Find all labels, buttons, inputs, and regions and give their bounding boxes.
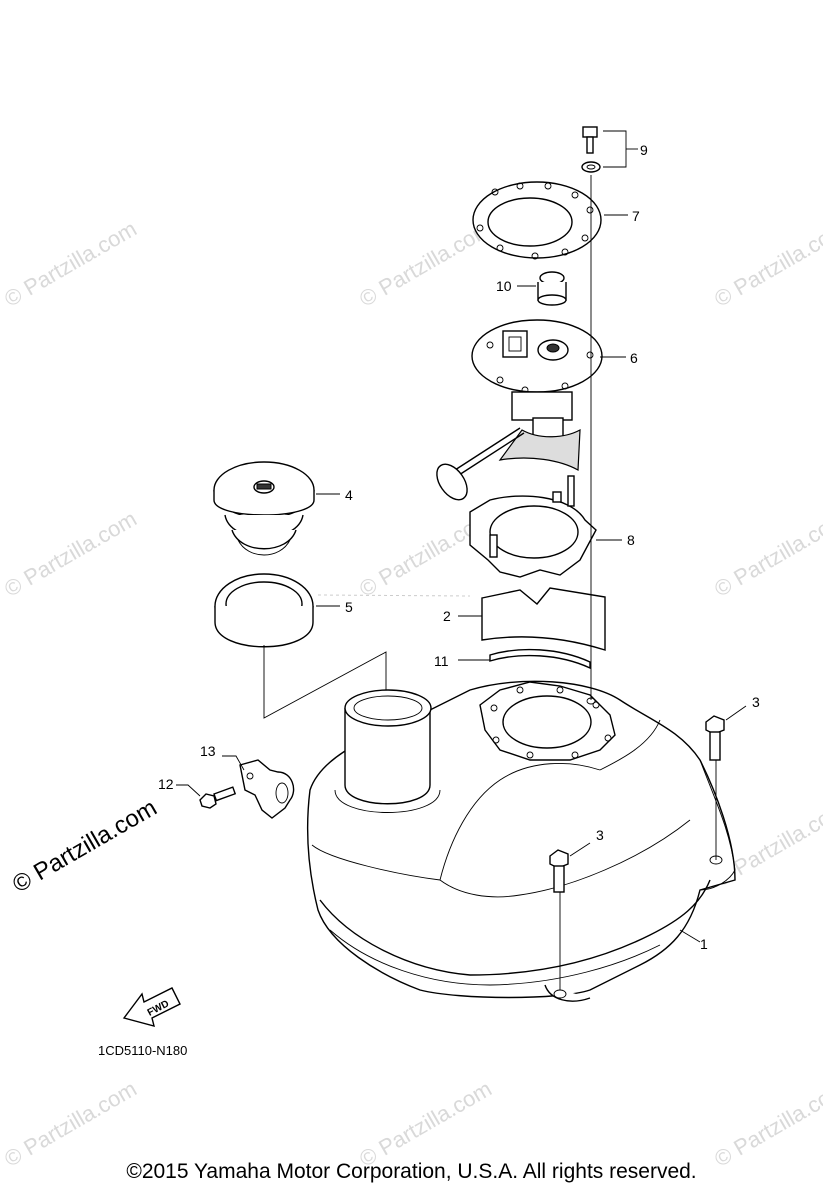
clamp-part-13[interactable] (239, 759, 295, 819)
callout-7: 7 (632, 208, 640, 224)
bolt-part-3-rear[interactable] (705, 715, 725, 761)
leader-3 (569, 842, 591, 857)
strip-part-11[interactable] (489, 648, 591, 670)
bracket-part-8[interactable] (469, 475, 597, 578)
bolt-part-9[interactable] (581, 126, 601, 173)
label-part-2[interactable] (481, 587, 606, 651)
pump-flange[interactable] (479, 681, 616, 761)
callout-6: 6 (630, 350, 638, 366)
diagram-code: 1CD5110-N180 (98, 1043, 188, 1058)
callout-4: 4 (345, 487, 353, 503)
fuel-pump-part-6[interactable] (431, 319, 603, 505)
callout-2: 2 (443, 608, 451, 624)
callout-10: 10 (496, 278, 512, 294)
fwd-arrow-icon (122, 987, 181, 1027)
bolt-part-12[interactable] (199, 786, 237, 809)
filler-neck[interactable] (334, 689, 441, 813)
leader-13 (222, 755, 245, 771)
callout-12: 12 (158, 776, 174, 792)
bolt-part-3-front[interactable] (549, 849, 569, 893)
callout-3-rear: 3 (752, 694, 760, 710)
leader-9 (603, 130, 627, 168)
callout-3-front: 3 (596, 827, 604, 843)
leader-5-line (263, 645, 387, 719)
leader-12 (176, 784, 201, 797)
retainer-ring-part-7[interactable] (472, 181, 602, 260)
callout-13: 13 (200, 743, 216, 759)
leader-1 (679, 929, 701, 943)
fuel-cap-part-4[interactable] (213, 461, 315, 556)
guide-line (317, 594, 471, 597)
cap-part-10[interactable] (537, 271, 567, 306)
callout-5: 5 (345, 599, 353, 615)
callout-9: 9 (640, 142, 648, 158)
callout-8: 8 (627, 532, 635, 548)
copyright-text: ©2015 Yamaha Motor Corporation, U.S.A. A… (126, 1160, 697, 1183)
leader-3 (725, 705, 747, 721)
gasket-part-5[interactable] (214, 573, 314, 648)
callout-11: 11 (434, 653, 449, 669)
callout-1: 1 (700, 936, 708, 952)
